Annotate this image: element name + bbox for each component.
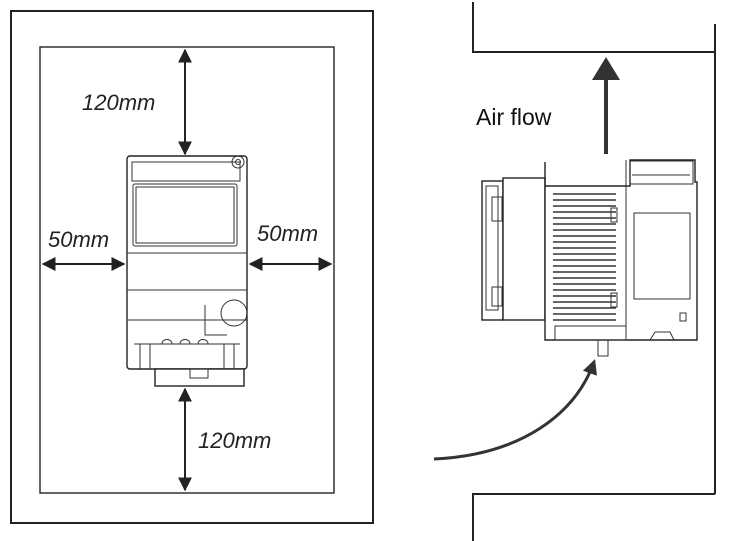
drive-side-view bbox=[481, 159, 698, 357]
cooling-fins bbox=[553, 193, 616, 321]
right-panel: Air flow bbox=[433, 2, 716, 541]
top-clearance-label: 120mm bbox=[82, 90, 155, 115]
left-panel: 120mm 120mm 50mm 50mm bbox=[10, 10, 374, 524]
airflow-curved-arrow bbox=[433, 359, 598, 461]
cabinet-wall-top bbox=[472, 2, 715, 53]
right-clearance-label: 50mm bbox=[257, 221, 318, 246]
cabinet-wall-bottom bbox=[472, 493, 715, 541]
clearance-boundary bbox=[39, 46, 335, 494]
cabinet-outer-frame bbox=[10, 10, 374, 524]
airflow-arrowhead bbox=[592, 57, 620, 80]
bottom-clearance-label: 120mm bbox=[198, 428, 271, 453]
left-clearance-label: 50mm bbox=[48, 227, 109, 252]
drive-front-view bbox=[126, 155, 248, 387]
air-flow-label: Air flow bbox=[476, 104, 552, 130]
